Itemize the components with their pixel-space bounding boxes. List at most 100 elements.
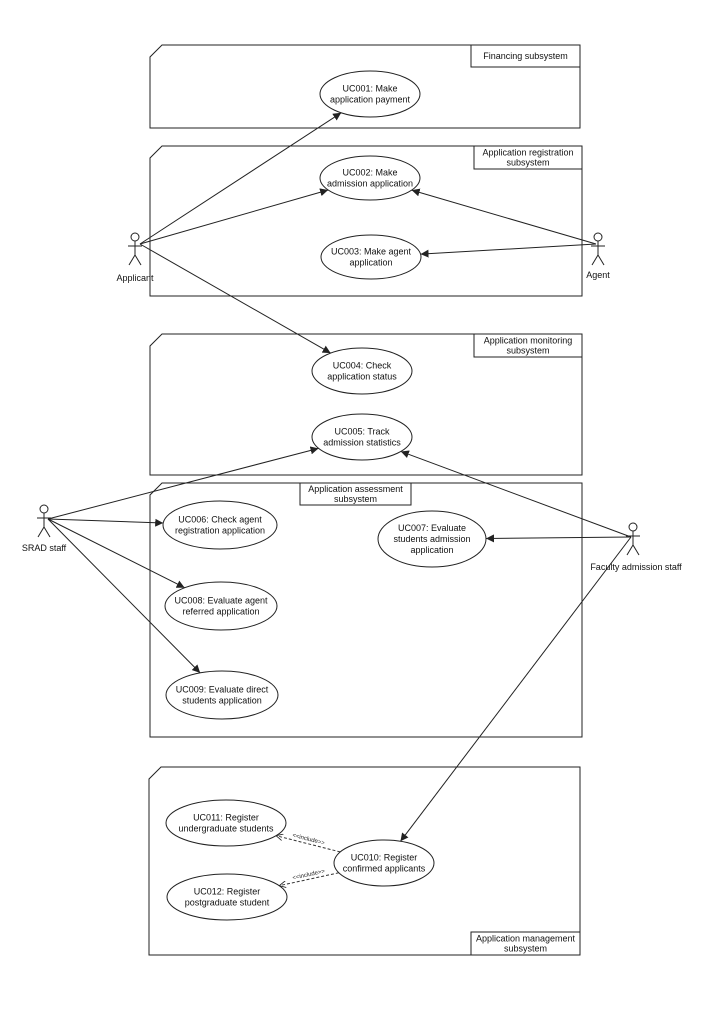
use-case-label-line: UC010: Register [351, 853, 418, 863]
actor-label: Agent [586, 270, 610, 280]
use-case-label-line: application [410, 545, 453, 555]
use-case-ellipse[interactable] [311, 347, 413, 395]
use-case-ellipse[interactable] [311, 413, 413, 461]
association-faculty-UC005 [400, 450, 632, 538]
use-case-label-line: UC002: Make [342, 168, 397, 178]
include-label: <<include>> [292, 833, 326, 847]
use-case-ellipse[interactable] [162, 500, 278, 550]
use-case-label-line: application [349, 258, 392, 268]
actor-right-leg [43, 526, 51, 538]
use-case-label-line: UC003: Make agent [331, 247, 412, 257]
use-case-label-line: postgraduate student [185, 898, 270, 908]
actor-head [39, 504, 49, 514]
association-applicant-UC004 [139, 243, 331, 354]
use-case-ellipse[interactable] [377, 510, 487, 568]
include-UC010-UC011 [276, 836, 341, 853]
use-case-ellipse[interactable] [165, 670, 279, 720]
association-applicant-UC001 [139, 112, 342, 245]
use-case-label-line: referred application [182, 607, 259, 617]
association-srad-UC005 [47, 446, 319, 520]
use-case-label-line: admission statistics [323, 438, 401, 448]
actor-left-leg [591, 254, 599, 266]
actor-head [628, 522, 638, 532]
use-case-ellipse[interactable] [164, 581, 278, 631]
actor-faculty[interactable]: Faculty admission staff [590, 522, 682, 572]
subsystem-label-line: subsystem [506, 346, 549, 356]
subsystem-label-line: subsystem [334, 494, 377, 504]
subsystem-label-line: Application management [476, 934, 576, 944]
use-case-label-line: UC001: Make [342, 84, 397, 94]
subsystem-label-line: subsystem [504, 944, 547, 954]
subsystem-boundary [148, 766, 581, 956]
association-srad-UC006 [47, 518, 164, 527]
actor-label: Faculty admission staff [590, 562, 682, 572]
include-label: <<include>> [292, 869, 326, 882]
actor-head [593, 232, 603, 242]
subsystem-financing: Financing subsystem [149, 44, 581, 129]
actor-srad[interactable]: SRAD staff [22, 504, 67, 553]
use-case-label-line: application payment [330, 95, 411, 105]
association-srad-UC009 [47, 518, 201, 674]
use-case-ellipse[interactable] [319, 155, 421, 201]
subsystem-boundary [149, 482, 583, 738]
use-case-label-line: students application [182, 696, 262, 706]
use-case-label-line: UC008: Evaluate agent [174, 596, 268, 606]
association-agent-UC003 [420, 243, 597, 258]
subsystem-label-box [470, 931, 581, 956]
actor-right-leg [632, 544, 640, 556]
include-UC010-UC012 [279, 872, 339, 886]
use-case-ellipse[interactable] [319, 70, 421, 118]
subsystem-label-box [473, 333, 583, 358]
actor-right-leg [597, 254, 605, 266]
actor-left-leg [128, 254, 136, 266]
actor-head [130, 232, 140, 242]
use-case-label-line: undergraduate students [178, 824, 274, 834]
association-agent-UC002 [411, 188, 597, 245]
use-case-ellipse[interactable] [166, 873, 288, 921]
use-case-label-line: confirmed applicants [343, 864, 426, 874]
subsystem-label-line: Application registration [482, 148, 573, 158]
subsystem-label-line: Application monitoring [484, 336, 573, 346]
use-case-label-line: admission application [327, 179, 413, 189]
actor-applicant[interactable]: Applicant [116, 232, 154, 283]
use-case-label-line: UC007: Evaluate [398, 523, 466, 533]
use-case-ellipse[interactable] [320, 234, 422, 280]
association-faculty-UC010 [400, 536, 632, 842]
actor-left-leg [626, 544, 634, 556]
subsystem-label-box [299, 482, 412, 506]
use-case-label-line: application status [327, 372, 397, 382]
use-case-label-line: registration application [175, 526, 265, 536]
subsystem-label-line: Application assessment [308, 484, 403, 494]
actor-agent[interactable]: Agent [586, 232, 610, 280]
association-applicant-UC002 [139, 188, 329, 245]
actor-label: Applicant [116, 273, 154, 283]
actor-left-leg [37, 526, 45, 538]
use-case-ellipse[interactable] [165, 799, 287, 847]
association-faculty-UC007 [485, 534, 632, 543]
use-case-label-line: UC005: Track [334, 427, 390, 437]
use-case-label-line: UC009: Evaluate direct [176, 685, 269, 695]
actor-label: SRAD staff [22, 543, 67, 553]
subsystem-label-box [470, 44, 581, 68]
use-case-ellipse[interactable] [333, 839, 435, 887]
use-case-label-line: students admission [393, 534, 470, 544]
